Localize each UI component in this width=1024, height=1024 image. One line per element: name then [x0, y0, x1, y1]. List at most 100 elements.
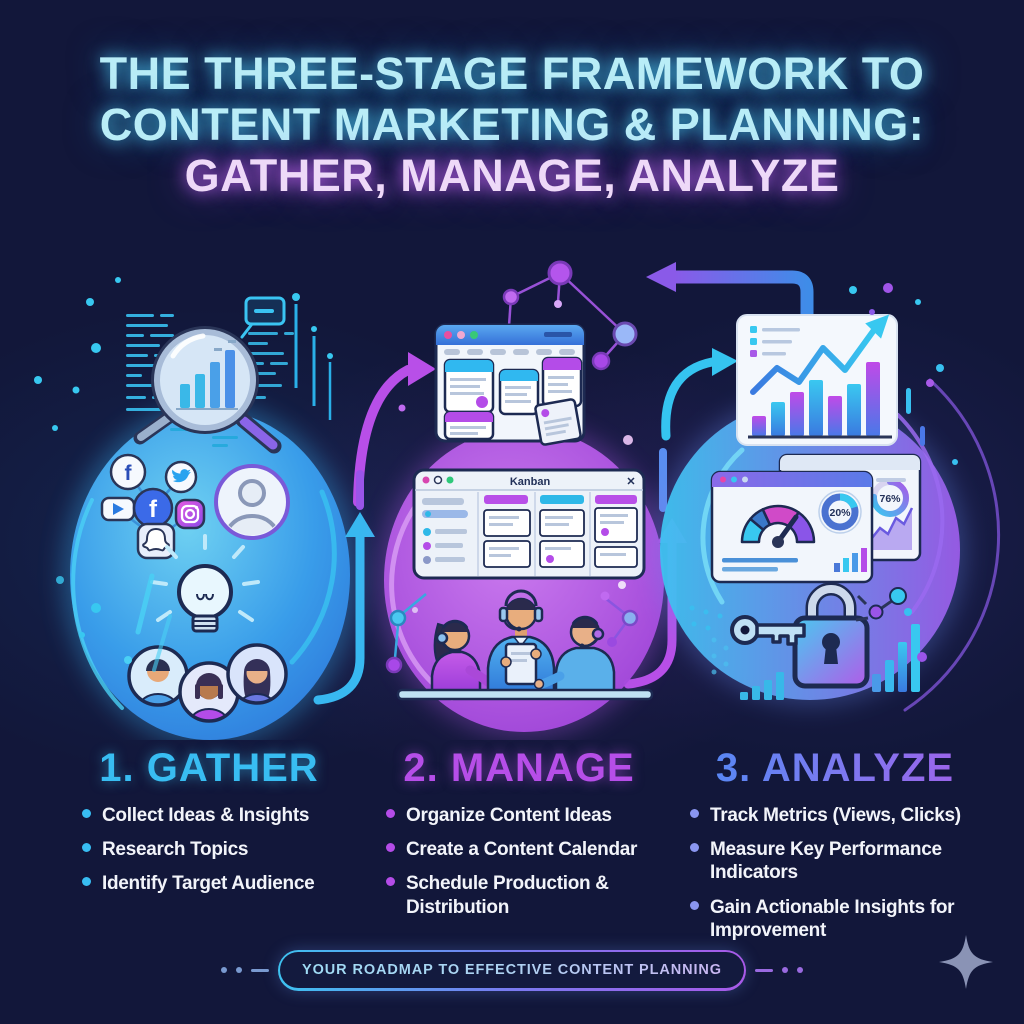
browser-tabs — [444, 349, 575, 355]
stage-analyze: 3. ANALYZE Track Metrics (Views, Clicks)… — [664, 748, 1006, 942]
lightbulb-rays — [150, 534, 260, 622]
team-avatar-right — [226, 643, 288, 705]
decor-dash — [250, 968, 269, 972]
stage-gather-list: Collect Ideas & Insights Research Topics… — [56, 804, 362, 896]
bar-chart-icon — [748, 362, 892, 439]
decor-dot — [797, 967, 804, 973]
bars-right-of-lock — [872, 624, 920, 692]
bullet-item: Research Topics — [82, 838, 362, 861]
circuit-lines — [292, 293, 333, 420]
decor-dot — [782, 967, 789, 973]
sparkle-icon — [939, 935, 993, 989]
title-line-3: GATHER, MANAGE, ANALYZE — [184, 150, 840, 201]
twitter-icon — [164, 460, 198, 494]
gather-illustration: f f — [34, 277, 358, 740]
bullet-item: Identify Target Audience — [82, 872, 362, 895]
facebook-icon: f — [109, 453, 147, 491]
facebook-icon: f — [132, 487, 174, 529]
bullet-dot — [690, 900, 699, 910]
arrow-into-analyze — [661, 348, 738, 441]
team-at-table — [396, 589, 654, 701]
bullet-item: Measure Key Performance Indicators — [690, 838, 1006, 884]
bullet-dot — [82, 809, 91, 818]
stage-gather-heading: 1. GATHER — [99, 746, 319, 790]
growth-arrow-icon — [750, 314, 890, 395]
bullet-dot — [386, 877, 395, 887]
analyze-decor-dots — [689, 283, 958, 675]
svg-text:f: f — [149, 496, 158, 523]
stage-analyze-list: Track Metrics (Views, Clicks) Measure Ke… — [664, 804, 1006, 942]
connected-dots — [855, 587, 907, 622]
table — [396, 688, 654, 701]
stage-gather: 1. GATHER Collect Ideas & Insights Resea… — [56, 748, 362, 896]
footer-banner-row: YOUR ROADMAP TO EFFECTIVE CONTENT PLANNI… — [0, 948, 1024, 992]
browser-titlebar — [436, 325, 584, 345]
bullet-dot — [386, 843, 395, 853]
manage-illustration: Kanban ✕ — [378, 260, 670, 738]
svg-text:20%: 20% — [829, 507, 851, 519]
board-card — [498, 368, 540, 416]
speech-bubble-icon — [240, 296, 286, 339]
roadmap-banner-text: YOUR ROADMAP TO EFFECTIVE CONTENT PLANNI… — [302, 962, 722, 978]
bullet-dot — [690, 843, 699, 853]
team-avatar-left — [127, 645, 189, 707]
gather-arc-left — [71, 498, 124, 710]
bullet-dot — [386, 809, 395, 818]
social-network: f f — [100, 453, 206, 560]
analyze-illustration: 76% — [654, 283, 1001, 712]
decor-dash — [755, 968, 774, 972]
bullet-item: Create a Content Calendar — [386, 838, 678, 861]
kanban-window: Kanban ✕ — [412, 468, 646, 580]
dashboard-window-front: 20% — [710, 470, 874, 584]
browser-window — [434, 323, 586, 446]
gauge-icon — [740, 504, 816, 548]
snapchat-icon — [136, 522, 176, 560]
magnifier-bars — [176, 340, 238, 410]
gather-arc-right — [289, 489, 337, 665]
gather-decor-dots — [34, 277, 121, 638]
board-card — [541, 356, 583, 408]
network-nodes — [502, 260, 638, 371]
close-icon: ✕ — [626, 476, 635, 488]
arrow-up-left — [313, 470, 375, 705]
arrow-top-left-return — [646, 262, 814, 369]
mini-area-chart — [871, 478, 914, 550]
board-card — [443, 358, 495, 414]
bullet-item: Schedule Production & Distribution — [386, 872, 678, 918]
bullet-dot — [690, 809, 699, 818]
mini-bars — [834, 548, 867, 572]
stage-manage-heading: 2. MANAGE — [403, 746, 635, 790]
sticky-note — [534, 398, 582, 446]
kanban-board — [483, 492, 638, 576]
magnifier-icon — [133, 326, 282, 454]
bullet-dot — [82, 843, 91, 853]
donut-20-icon: 20% — [818, 490, 862, 534]
lightbulb-icon — [150, 534, 260, 633]
person-center — [486, 589, 556, 697]
team-avatars — [127, 643, 288, 723]
stage-manage: 2. MANAGE Organize Content Ideas Create … — [360, 748, 678, 919]
kanban-title: Kanban — [510, 476, 551, 488]
bullet-dot — [82, 877, 91, 887]
stage-analyze-heading: 3. ANALYZE — [664, 748, 1006, 788]
manage-side-nodes — [385, 591, 639, 674]
kanban-sidebar — [422, 492, 479, 576]
key-icon — [730, 615, 806, 646]
lock-and-key — [730, 582, 920, 700]
bullet-item: Collect Ideas & Insights — [82, 804, 362, 827]
analyze-blob-highlight — [700, 447, 745, 605]
board-card — [443, 410, 495, 441]
youtube-icon — [100, 496, 136, 522]
bullet-item: Gain Actionable Insights for Improvement — [690, 896, 1006, 942]
decor-dot — [220, 967, 227, 973]
title-line-1: THE THREE-STAGE FRAMEWORK TO — [99, 48, 925, 99]
gather-glow-lines — [124, 573, 172, 672]
chart-card — [736, 314, 898, 446]
decor-dot — [235, 967, 242, 973]
person-right — [533, 615, 616, 697]
instagram-icon — [174, 498, 206, 530]
avatar-icon — [214, 464, 290, 540]
bullet-item: Organize Content Ideas — [386, 804, 678, 827]
stage-manage-list: Organize Content Ideas Create a Content … — [360, 804, 678, 919]
